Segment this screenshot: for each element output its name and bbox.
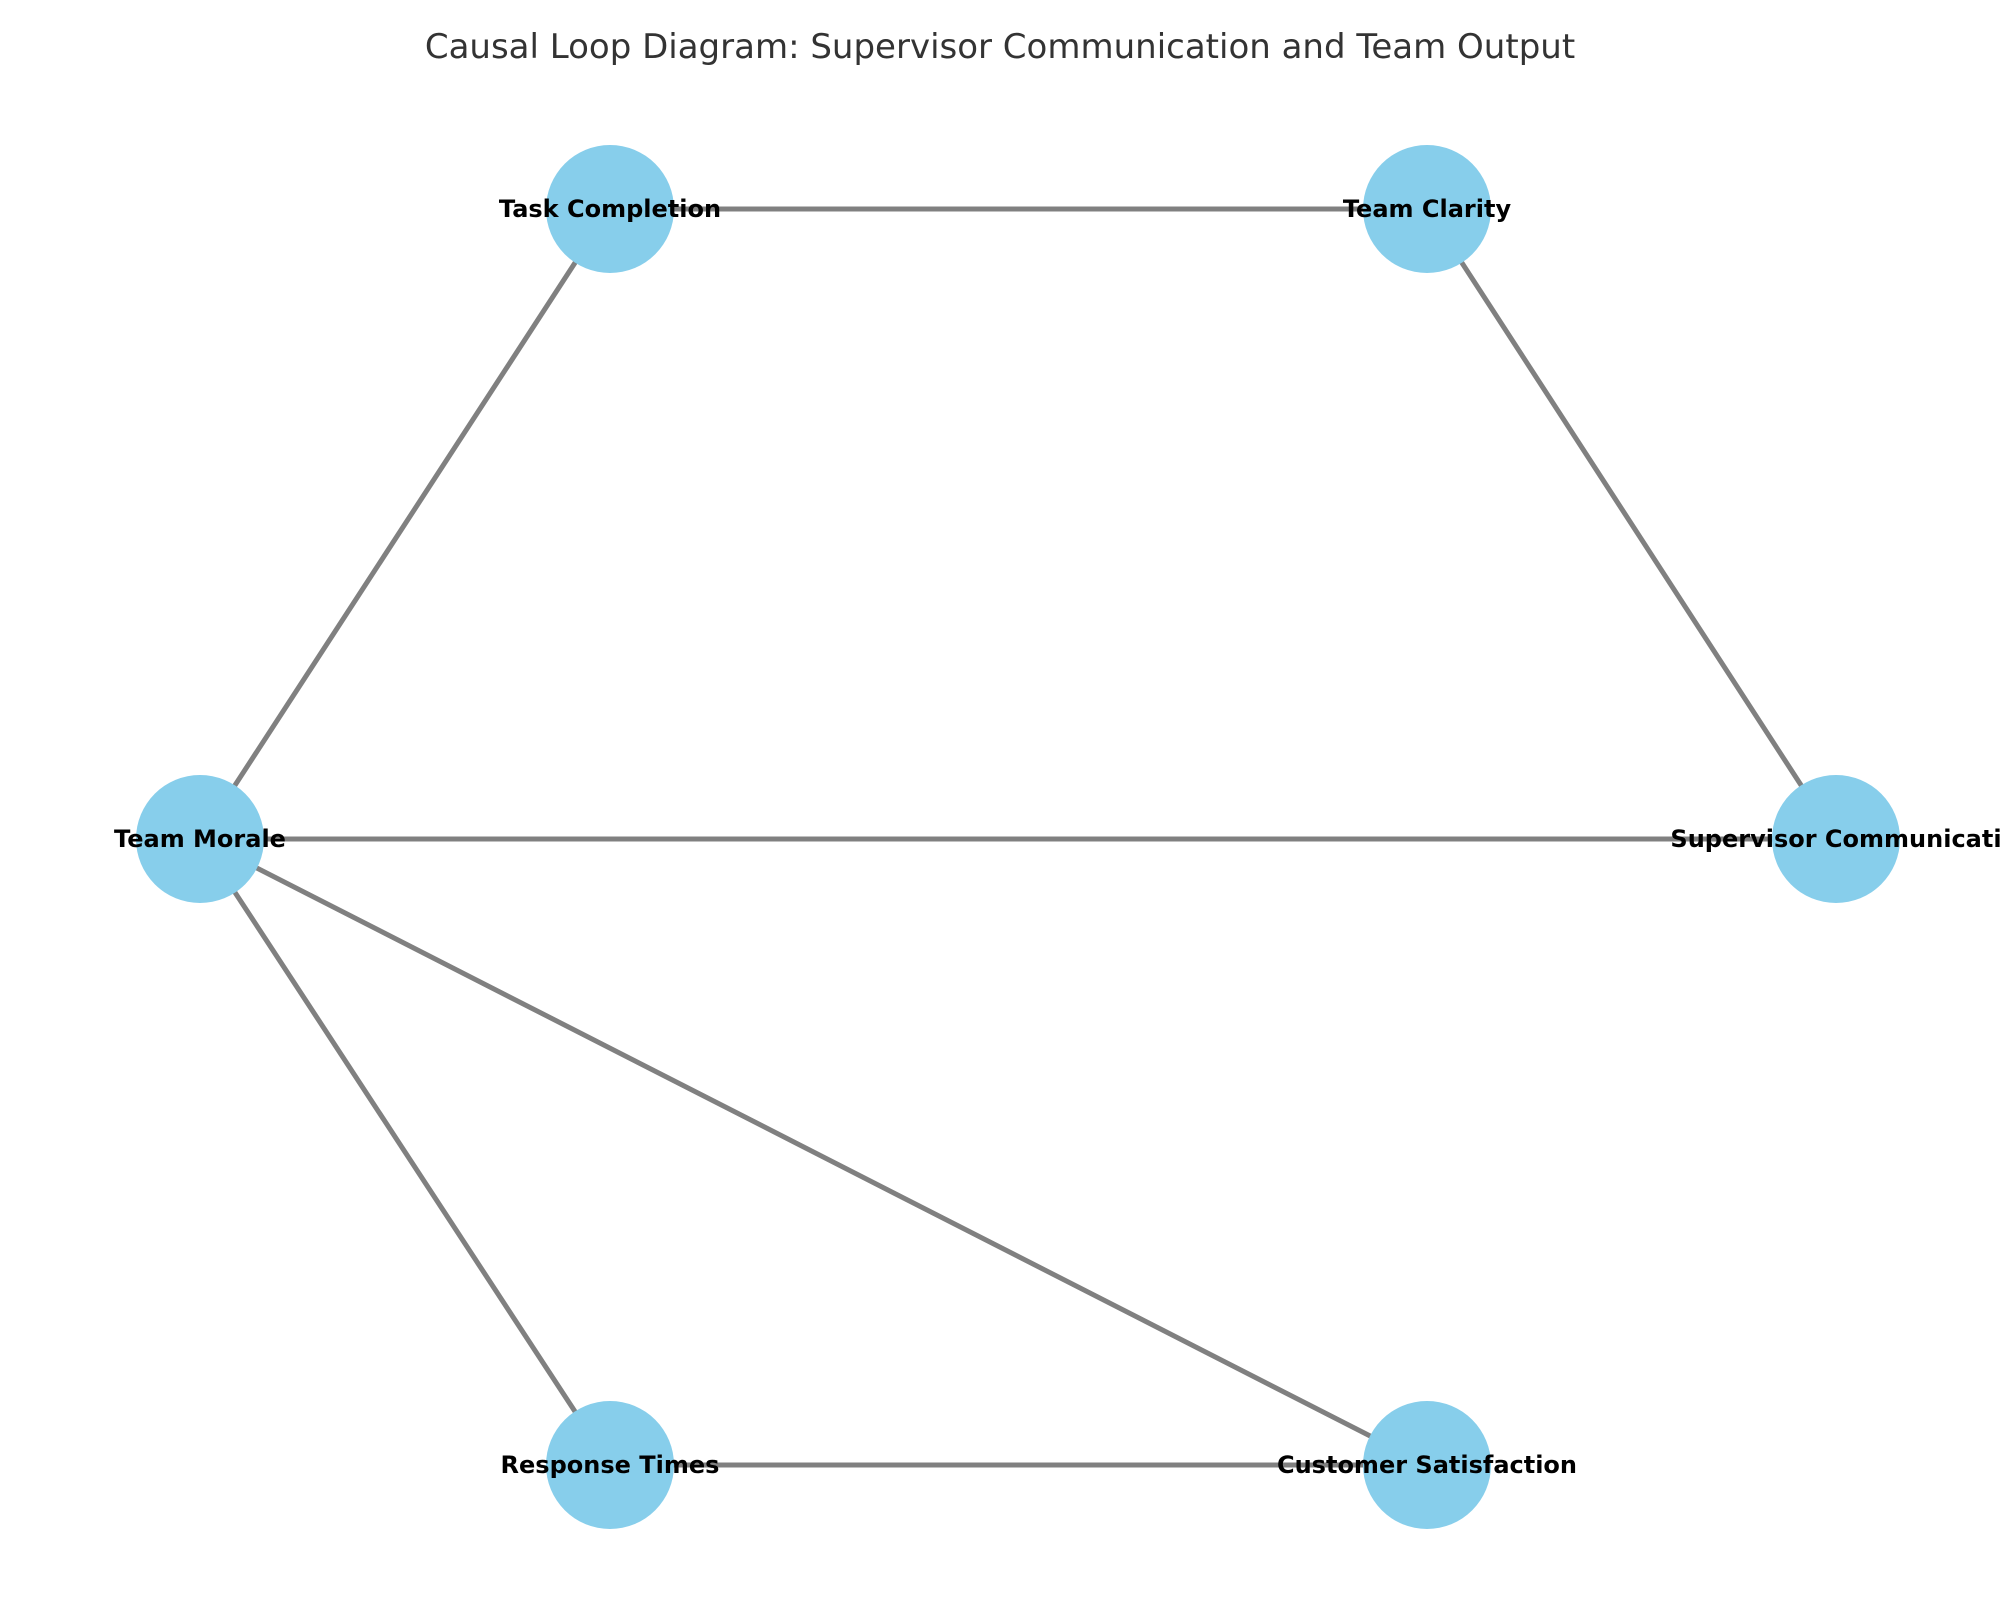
node-label-team-morale: Team Morale	[114, 825, 286, 853]
edges-layer	[197, 206, 1839, 1468]
node-label-customer-satisfaction: Customer Satisfaction	[1277, 1451, 1577, 1479]
node-task-completion	[546, 145, 674, 273]
edge-team-morale-to-task-completion	[197, 207, 613, 841]
node-label-supervisor-communication: Supervisor Communicati	[1670, 825, 2000, 853]
node-label-team-clarity: Team Clarity	[1343, 195, 1512, 223]
edge-team-clarity-to-supervisor-communication	[1424, 207, 1839, 841]
edge-team-morale-to-customer-satisfaction	[198, 836, 1429, 1468]
node-team-clarity	[1363, 145, 1491, 273]
node-team-morale	[136, 775, 264, 903]
node-supervisor-communication	[1772, 775, 1900, 903]
diagram-title: Causal Loop Diagram: Supervisor Communic…	[425, 27, 1575, 67]
node-customer-satisfaction	[1363, 1401, 1491, 1529]
nodes-layer	[136, 145, 1900, 1529]
edge-team-morale-to-response-times	[197, 837, 613, 1467]
node-response-times	[546, 1401, 674, 1529]
node-label-task-completion: Task Completion	[499, 195, 721, 223]
node-label-response-times: Response Times	[501, 1451, 720, 1479]
